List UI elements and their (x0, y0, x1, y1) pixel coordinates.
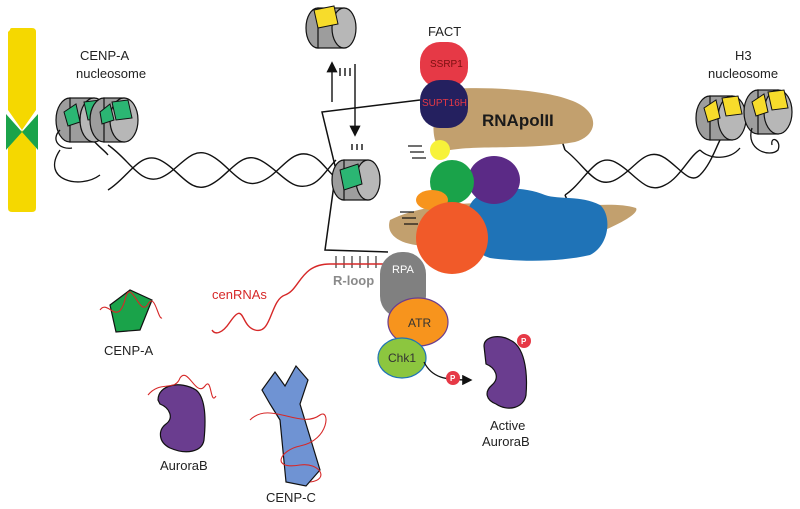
linker-dna-right (699, 127, 780, 158)
free-cenpa (99, 289, 163, 333)
fact-label: FACT (428, 24, 461, 39)
cenrna-strand (211, 263, 384, 334)
chromosome (6, 28, 38, 212)
evicted-h3-nucleosome (305, 5, 357, 49)
nascent-rna-marks (400, 145, 426, 225)
r-loop-label: R-loop (333, 273, 374, 288)
dna-helix-right (564, 139, 721, 196)
fact-complex (420, 42, 468, 128)
ssrp1-label: SSRP1 (430, 59, 463, 70)
linker-dna-left (53, 149, 101, 183)
rnapolii-label: RNApolII (482, 111, 554, 130)
rnapolii-body (433, 88, 594, 151)
free-aurorab (147, 374, 217, 453)
supt16h-label: SUPT16H (422, 98, 467, 109)
cenpa-nucleosome-2 (89, 97, 139, 143)
phosphate-badge-arrow (446, 371, 460, 385)
rnapolii-complex (389, 88, 637, 274)
cenpa-nucleosome-label-1: CENP-A (80, 48, 129, 63)
orange-subunit (416, 202, 488, 274)
yellow-subunit (430, 140, 450, 160)
supt16h-subunit (420, 80, 468, 128)
aurorab-label: AuroraB (160, 458, 208, 473)
cenrnas-label: cenRNAs (212, 287, 267, 302)
h3-nucleosome-1 (695, 95, 747, 141)
rpa-label: RPA (392, 264, 414, 276)
active-aurorab-label-2: AuroraB (482, 434, 530, 449)
active-aurorab-label-1: Active (490, 418, 525, 433)
free-cenpc (249, 364, 327, 487)
phosphate-label-arrow: P (450, 374, 456, 383)
dna-helix-left (92, 139, 337, 191)
ssrp1-subunit (420, 42, 468, 88)
h3-nucleosome-2 (743, 89, 793, 135)
h3-nucleosome-label-2: nucleosome (708, 66, 778, 81)
blue-subunit (465, 188, 608, 261)
phosphate-badge-aurorab (517, 334, 531, 348)
purple-subunit (468, 156, 520, 204)
cenpc-label: CENP-C (266, 490, 316, 505)
phosphorylation-arrow (423, 361, 473, 386)
chk1-protein (377, 337, 427, 379)
active-aurorab (483, 336, 528, 409)
h3-nucleosome-label-1: H3 (735, 48, 752, 63)
deposited-cenpa-nucleosome (331, 159, 381, 201)
cenpa-nucleosome-label-2: nucleosome (76, 66, 146, 81)
exchange-arrows (326, 61, 363, 150)
atr-label: ATR (408, 316, 431, 330)
phosphate-label-aurorab: P (521, 337, 527, 346)
chk1-label: Chk1 (388, 351, 416, 365)
r-loop-ticks (335, 256, 377, 268)
cenpa-label: CENP-A (104, 343, 153, 358)
